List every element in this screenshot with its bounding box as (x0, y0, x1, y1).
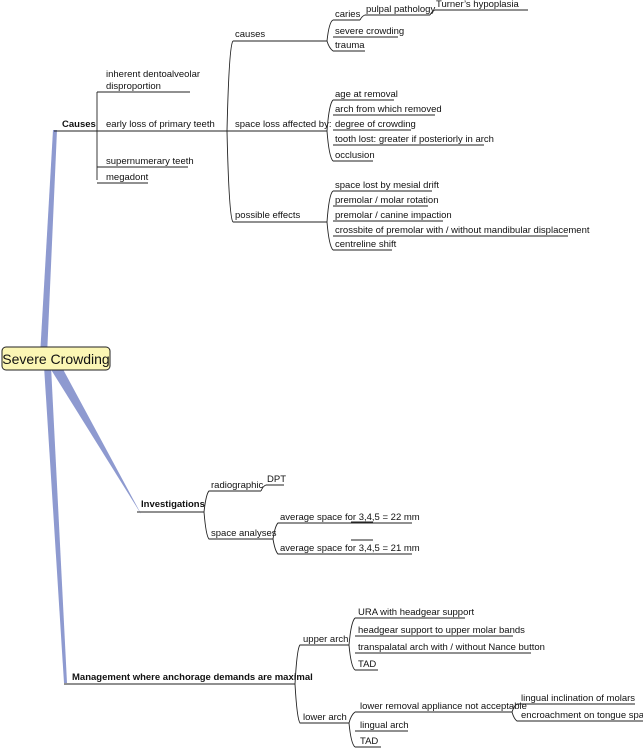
lower-removal-label: lower removal appliance not acceptable (360, 701, 527, 712)
center-node-box (1, 346, 111, 371)
rotation-label: premolar / molar rotation (335, 195, 438, 206)
severe-crowding-label: severe crowding (335, 26, 404, 37)
tooth-lost-label: tooth lost: greater if posteriorly in ar… (335, 134, 494, 145)
management-label: Management where anchorage demands are m… (72, 672, 313, 683)
centreline-label: centreline shift (335, 239, 397, 250)
turner-label: Turner’s hypoplasia (436, 0, 519, 10)
megadont-label: megadont (106, 172, 149, 183)
degree-label: degree of crowding (335, 119, 416, 130)
crossbite-label: crossbite of premolar with / without man… (335, 225, 590, 236)
lingual-arch-label: lingual arch (360, 720, 409, 731)
trauma-label: trauma (335, 40, 365, 51)
encroachment-label: encroachment on tongue space (521, 710, 643, 721)
headgear-label: headgear support to upper molar bands (358, 625, 525, 636)
main-branches (40, 130, 141, 683)
tad-lower-label: TAD (360, 736, 378, 747)
lingual-inclination-label: lingual inclination of molars (521, 693, 635, 704)
ura-label: URA with headgear support (358, 607, 475, 618)
investigations-branch: Investigations radiographic DPT space an… (137, 474, 420, 555)
branch-to-causes (40, 130, 57, 356)
inherent-line1: inherent dentoalveolar (106, 69, 200, 80)
inherent-line2: disproportion (106, 81, 161, 92)
upper-arch-label: upper arch (303, 634, 348, 645)
age-label: age at removal (335, 89, 398, 100)
causes-label: Causes (62, 119, 96, 130)
causes-sub-label: causes (235, 29, 265, 40)
supernumerary-label: supernumerary teeth (106, 156, 194, 167)
pulpal-label: pulpal pathology (366, 4, 435, 15)
avg-space-upper: average space for 3,4,5 = 22 mm (280, 512, 420, 523)
occlusion-label: occlusion (335, 150, 375, 161)
center-node[interactable]: Severe Crowding (1, 346, 111, 371)
space-loss-label: space loss affected by: (235, 119, 331, 130)
tpa-label: transpalatal arch with / without Nance b… (358, 642, 545, 653)
possible-effects-label: possible effects (235, 210, 301, 221)
space-analyses-label: space analyses (211, 528, 277, 539)
management-branch: Management where anchorage demands are m… (64, 607, 643, 748)
mesial-drift-label: space lost by mesial drift (335, 180, 439, 191)
dpt-label: DPT (267, 474, 286, 485)
early-loss-label: early loss of primary teeth (106, 119, 215, 130)
impaction-label: premolar / canine impaction (335, 210, 452, 221)
radiographic-label: radiographic (211, 480, 264, 491)
center-node-label: Severe Crowding (2, 351, 109, 367)
causes-branch: Causes inherent dentoalveolar disproport… (54, 0, 590, 251)
branch-to-investigations (50, 360, 141, 514)
caries-label: caries (335, 9, 361, 20)
tad-upper-label: TAD (358, 659, 376, 670)
branch-to-management (44, 366, 67, 683)
arch-removed-label: arch from which removed (335, 104, 442, 115)
investigations-label: Investigations (141, 499, 205, 510)
avg-space-lower: average space for 3,4,5 = 21 mm (280, 543, 420, 554)
lower-arch-label: lower arch (303, 712, 347, 723)
